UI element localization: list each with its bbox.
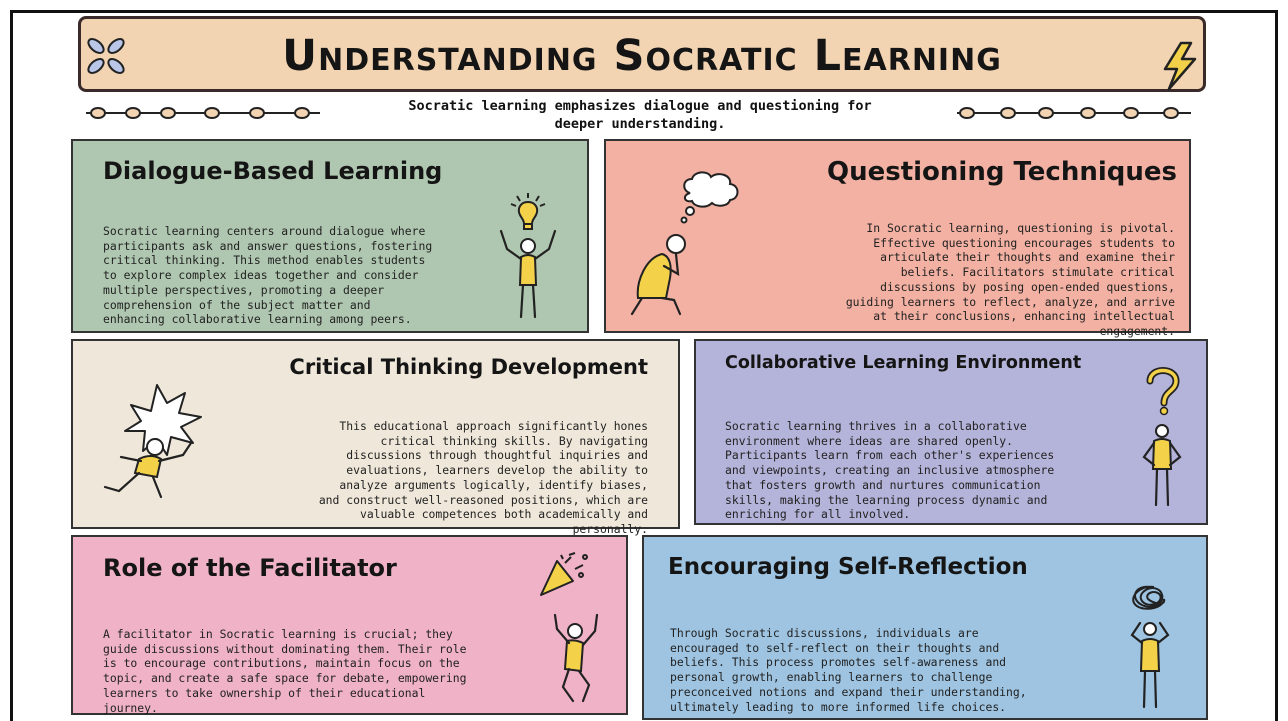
questioning-title: Questioning Techniques (826, 157, 1177, 187)
page-title: Understanding Socratic Learning (282, 31, 1002, 81)
reflection-text: Through Socratic discussions, individual… (670, 626, 1027, 714)
lightbulb-figure-icon (499, 193, 557, 319)
facilitator-title: Role of the Facilitator (103, 554, 397, 582)
reflection-card: Encouraging Self-Reflection Through Socr… (642, 535, 1208, 720)
collaborative-card: Collaborative Learning Environment Socra… (694, 339, 1208, 525)
left-chain-decoration (86, 107, 320, 119)
critical-title: Critical Thinking Development (289, 355, 648, 379)
critical-text: This educational approach significantly … (318, 419, 648, 536)
thinking-figure-icon (630, 234, 686, 316)
questioning-text: In Socratic learning, questioning is piv… (845, 221, 1175, 338)
title-banner: Understanding Socratic Learning (78, 16, 1206, 92)
collaborative-title: Collaborative Learning Environment (725, 353, 1082, 373)
facilitator-text: A facilitator in Socratic learning is cr… (103, 627, 467, 715)
thought-cloud-icon (680, 171, 739, 224)
burst-figure-icon (103, 384, 202, 499)
dialogue-text: Socratic learning centers around dialogu… (103, 224, 433, 327)
collaborative-text: Socratic learning thrives in a collabora… (725, 419, 1055, 522)
scribble-figure-icon (1130, 585, 1170, 709)
critical-card: Critical Thinking Development This educa… (71, 339, 680, 536)
dialogue-card: Dialogue-Based Learning Socratic learnin… (71, 139, 589, 333)
questioning-card: Questioning Techniques In Socratic learn… (604, 139, 1191, 338)
party-popper-icon (540, 552, 588, 596)
page-subtitle: Socratic learning emphasizes dialogue an… (408, 98, 872, 132)
lightning-icon (1163, 41, 1197, 91)
question-figure-icon (1142, 367, 1182, 507)
jumping-figure-icon (553, 613, 599, 703)
petal-icon (87, 38, 125, 74)
reflection-title: Encouraging Self-Reflection (668, 554, 1028, 580)
facilitator-card: Role of the Facilitator A facilitator in… (71, 535, 628, 715)
right-chain-decoration (957, 107, 1191, 119)
dialogue-title: Dialogue-Based Learning (103, 157, 443, 185)
